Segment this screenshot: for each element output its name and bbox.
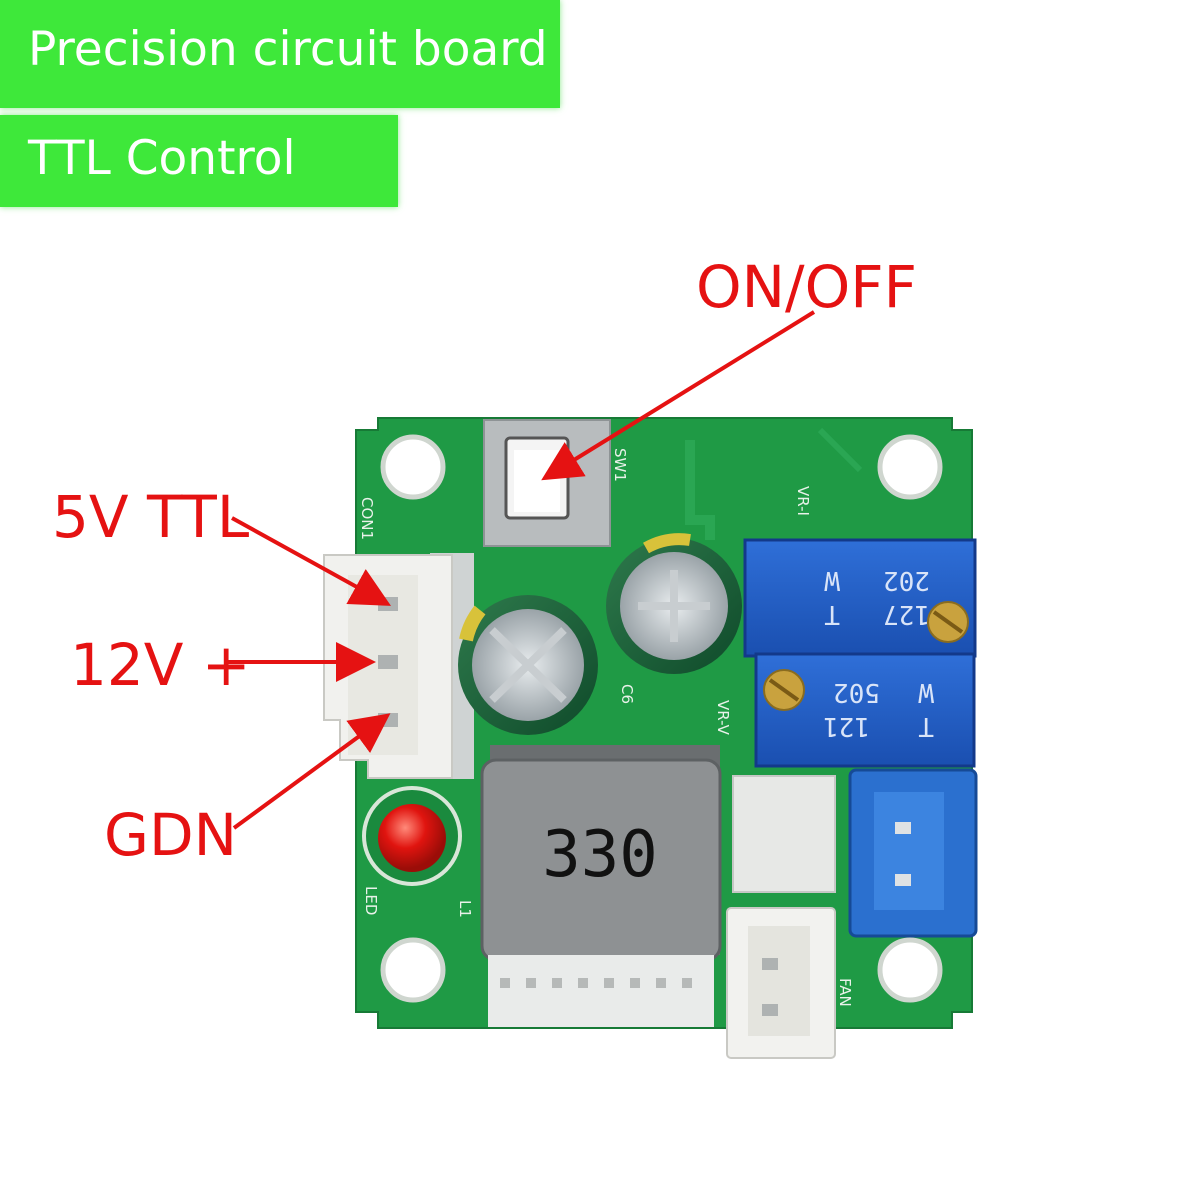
label-12v-plus: 12V + xyxy=(70,631,251,699)
label-on-off: ON/OFF xyxy=(696,253,917,321)
pot-lower: 121 502 T W xyxy=(754,652,976,768)
silk-l1: L1 xyxy=(456,900,474,918)
silk-led: LED xyxy=(362,886,380,915)
silk-vr-v: VR-V xyxy=(714,700,732,736)
title-text: Precision circuit board xyxy=(28,22,548,77)
pot-upper-code-1: 127 xyxy=(883,599,930,629)
ic-chip xyxy=(732,775,836,893)
status-led xyxy=(362,786,462,886)
silk-fan: FAN xyxy=(836,978,854,1007)
label-gdn: GDN xyxy=(104,801,237,869)
arrow-gdn xyxy=(232,713,391,830)
callout-arrows xyxy=(226,310,816,830)
on-off-switch xyxy=(483,419,611,547)
title-banner: Precision circuit board xyxy=(0,0,560,108)
inductor: 330 xyxy=(480,745,722,1027)
pot-lower-code-4: W xyxy=(918,677,934,707)
silk-con1: CON1 xyxy=(358,497,376,540)
subtitle-text: TTL Control xyxy=(28,131,296,186)
silk-sw1: SW1 xyxy=(611,448,629,482)
capacitor-left xyxy=(458,595,598,735)
subtitle-banner: TTL Control xyxy=(0,115,398,207)
inductor-marking: 330 xyxy=(542,818,658,892)
pot-upper-code-4: W xyxy=(824,565,840,595)
pot-upper-code-2: 202 xyxy=(883,565,930,595)
pot-upper: 127 202 T W xyxy=(743,538,977,658)
arrow-5v-ttl xyxy=(231,516,392,606)
silk-c6: C6 xyxy=(618,684,636,704)
fan-connector xyxy=(726,907,836,1059)
pot-lower-code-2: 502 xyxy=(833,677,880,707)
pot-upper-code-3: T xyxy=(824,599,840,629)
silkscreen-labels: SW1 CON1 VR-I VR-V C6 L1 LED FAN xyxy=(358,448,854,1007)
silk-vr-i: VR-I xyxy=(794,486,812,516)
capacitor-right xyxy=(606,533,742,674)
arrow-on-off xyxy=(541,310,816,481)
pot-lower-code-3: T xyxy=(918,711,934,741)
blue-connector xyxy=(848,768,978,938)
mounting-holes xyxy=(380,434,943,1003)
pot-lower-code-1: 121 xyxy=(823,711,870,741)
label-5v-ttl: 5V TTL xyxy=(52,483,250,551)
